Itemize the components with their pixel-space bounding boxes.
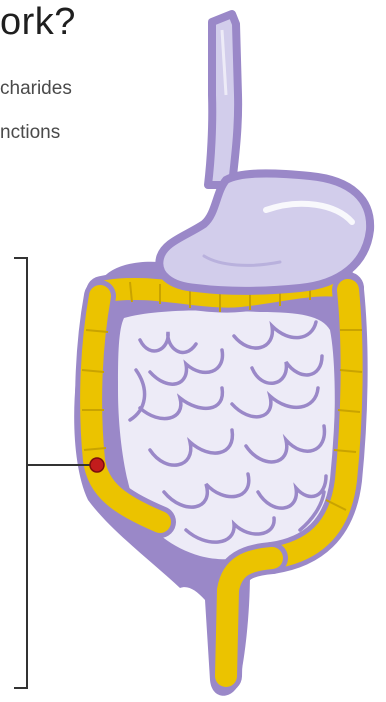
marker-dot <box>90 458 104 472</box>
bracket <box>14 258 27 688</box>
stomach <box>159 173 370 291</box>
